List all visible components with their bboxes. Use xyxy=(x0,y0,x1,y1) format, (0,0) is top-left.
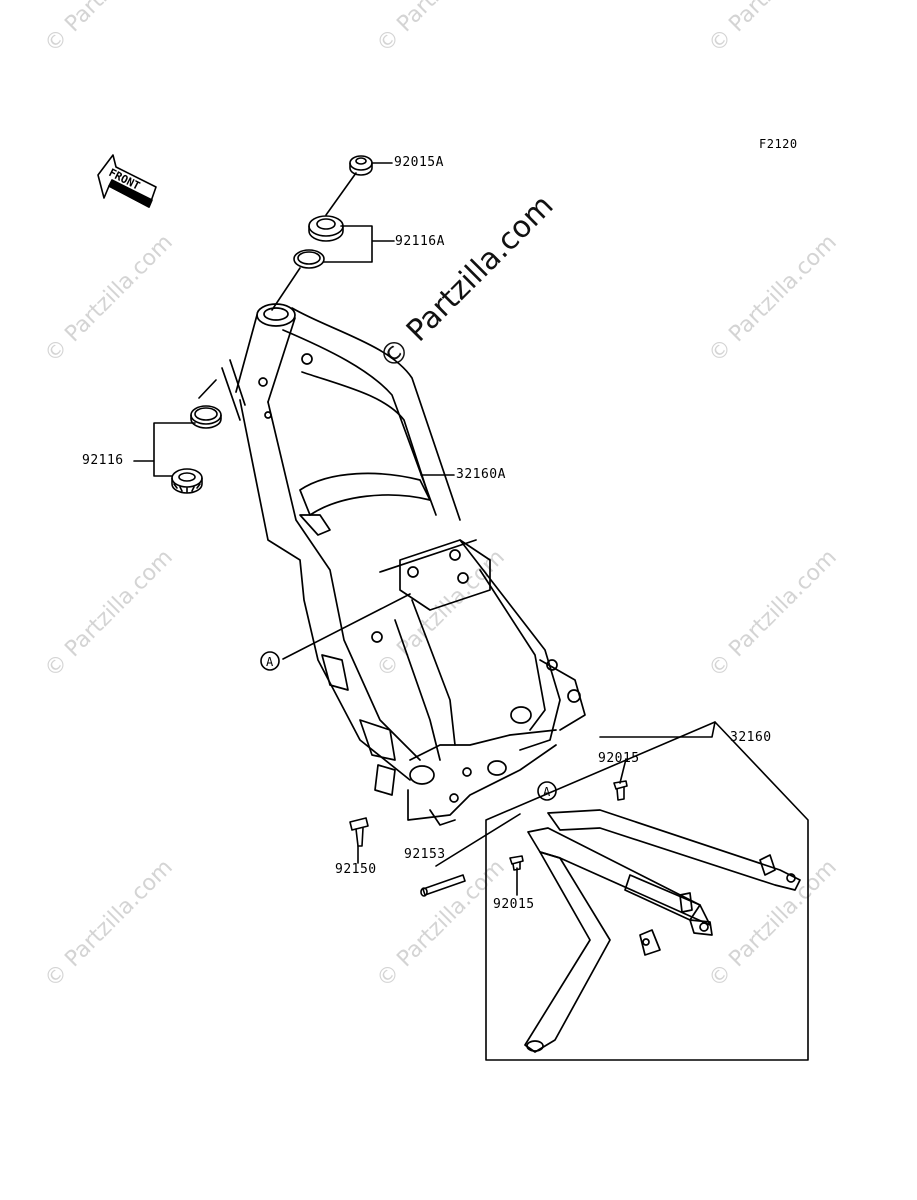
bearing-race-92116-upper xyxy=(190,405,222,429)
part-label-32160[interactable]: 32160 xyxy=(730,730,772,745)
callout-a-label-2: A xyxy=(543,785,551,799)
part-label-92116[interactable]: 92116 xyxy=(82,453,124,468)
callout-a-label: A xyxy=(266,655,274,669)
bolt-92015-top xyxy=(613,780,628,801)
part-label-92015-bottom[interactable]: 92015 xyxy=(493,897,535,912)
steering-nut-92015A xyxy=(349,155,373,176)
bolt-92015-bottom xyxy=(509,855,524,871)
bearing-race-92116A-upper xyxy=(308,215,344,242)
bearing-race-92116A-lower xyxy=(293,249,325,269)
part-label-92015A[interactable]: 92015A xyxy=(394,155,444,170)
part-label-32160A[interactable]: 32160A xyxy=(456,467,506,482)
part-label-92015-top[interactable]: 92015 xyxy=(598,751,640,766)
callout-a-circle xyxy=(260,651,280,671)
callout-a-circle-2 xyxy=(537,781,557,801)
part-label-92150[interactable]: 92150 xyxy=(335,862,377,877)
part-label-92116A[interactable]: 92116A xyxy=(395,234,445,249)
pin-92153 xyxy=(420,874,466,897)
rear-frame-32160 xyxy=(524,809,801,1053)
part-label-92153[interactable]: 92153 xyxy=(404,847,446,862)
bearing-race-92116-lower xyxy=(171,468,203,494)
front-arrow-icon xyxy=(97,154,157,208)
diagram-code: F2120 xyxy=(759,137,798,151)
main-frame-32160A xyxy=(221,303,586,826)
bolt-92150 xyxy=(349,817,369,847)
rear-frame-box xyxy=(485,721,809,1061)
leader-32160 xyxy=(599,721,716,738)
